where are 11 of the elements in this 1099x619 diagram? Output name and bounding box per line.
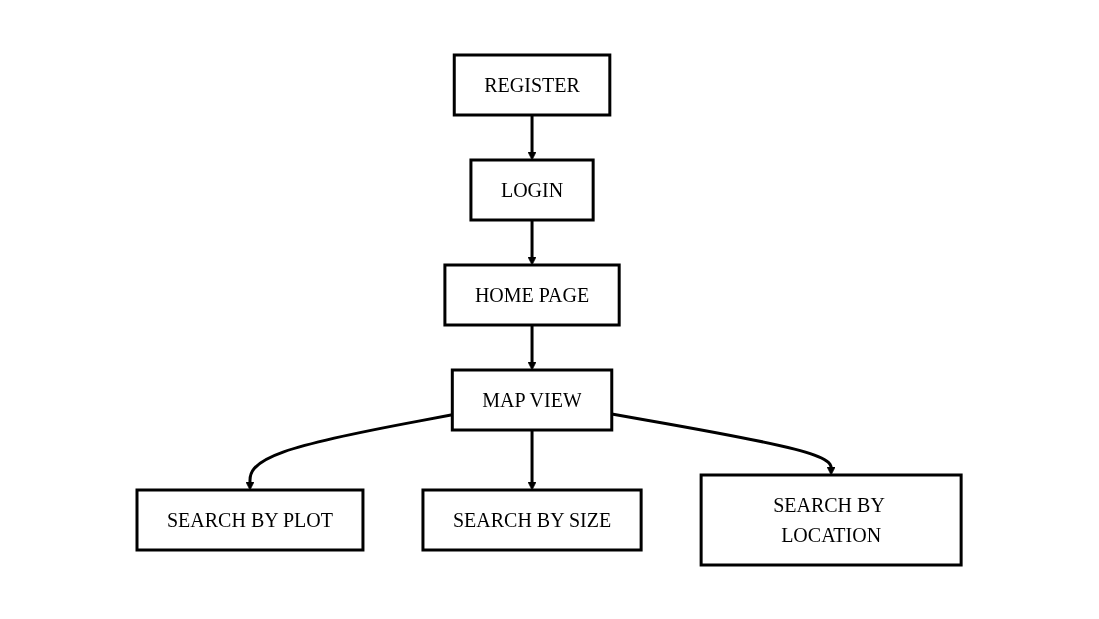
arrow (528, 219, 537, 265)
node-box: HOME PAGE (443, 263, 622, 326)
arrow (528, 324, 537, 370)
arrow (528, 429, 537, 490)
node-box: SEARCH BY SIZE (421, 488, 644, 551)
node-box: SEARCH BY PLOT (135, 488, 365, 551)
node-box: REGISTER (453, 53, 612, 116)
node-box: LOGIN (469, 158, 596, 221)
node-box: SEARCH BY LOCATION (700, 473, 964, 566)
arrow (528, 114, 537, 160)
node-box: MAP VIEW (451, 368, 614, 431)
